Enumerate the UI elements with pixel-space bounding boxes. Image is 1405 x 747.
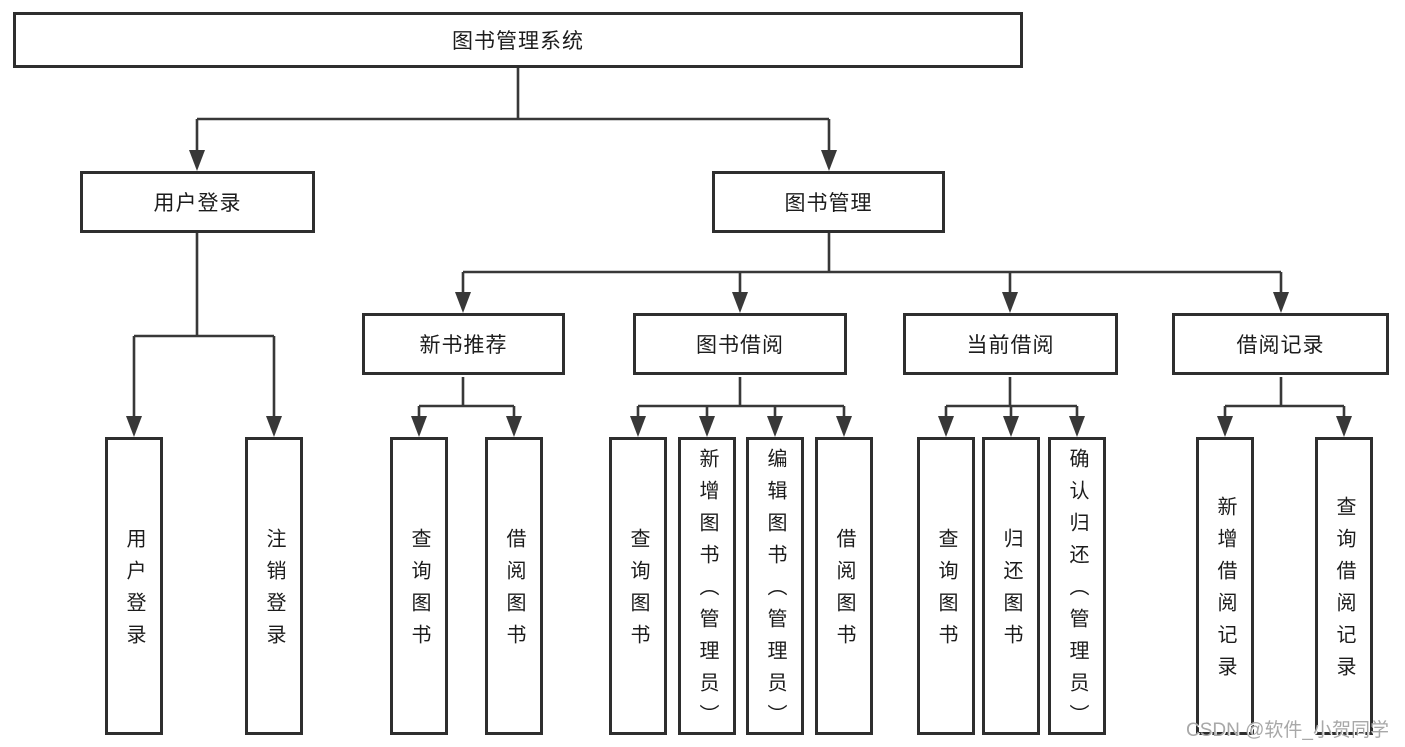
leaf-query-books-recommend: 查询图书 <box>390 437 448 735</box>
leaf-label: 注销登录 <box>263 528 285 656</box>
node-new-book-recommend: 新书推荐 <box>362 313 565 375</box>
node-label: 借阅记录 <box>1236 334 1325 357</box>
leaf-label: 确认归还（管理员） <box>1066 448 1088 736</box>
node-book-management: 图书管理 <box>712 171 945 233</box>
node-label: 新书推荐 <box>419 334 508 357</box>
node-label: 图书借阅 <box>696 334 784 357</box>
leaf-label: 查询图书 <box>935 528 957 656</box>
node-label: 图书管理系统 <box>452 30 584 53</box>
leaf-logout: 注销登录 <box>245 437 303 735</box>
leaf-label: 用户登录 <box>123 528 145 656</box>
leaf-label: 查询借阅记录 <box>1333 496 1355 688</box>
leaf-label: 新增借阅记录 <box>1214 496 1236 688</box>
leaf-edit-book-admin: 编辑图书（管理员） <box>746 437 804 736</box>
csdn-watermark: CSDN @软件_小贺同学 <box>1186 720 1389 741</box>
leaf-add-book-admin: 新增图书（管理员） <box>678 437 736 736</box>
leaf-borrow-books-borrowing: 借阅图书 <box>815 437 873 735</box>
node-label: 当前借阅 <box>966 334 1055 357</box>
node-library-management-system: 图书管理系统 <box>13 12 1023 68</box>
node-label: 用户登录 <box>153 192 242 215</box>
leaf-return-books: 归还图书 <box>982 437 1040 735</box>
leaf-label: 借阅图书 <box>503 528 525 656</box>
leaf-label: 新增图书（管理员） <box>696 448 718 736</box>
leaf-add-borrow-record: 新增借阅记录 <box>1196 437 1254 735</box>
node-label: 图书管理 <box>784 192 873 215</box>
leaf-confirm-return-admin: 确认归还（管理员） <box>1048 437 1106 736</box>
node-current-borrowing: 当前借阅 <box>903 313 1118 375</box>
leaf-borrow-books-recommend: 借阅图书 <box>485 437 543 735</box>
node-user-login: 用户登录 <box>80 171 315 233</box>
leaf-label: 查询图书 <box>627 528 649 656</box>
node-book-borrowing: 图书借阅 <box>633 313 847 375</box>
leaf-query-books-current: 查询图书 <box>917 437 975 735</box>
leaf-query-books-borrowing: 查询图书 <box>609 437 667 735</box>
leaf-label: 编辑图书（管理员） <box>764 448 786 736</box>
leaf-label: 归还图书 <box>1000 528 1022 656</box>
node-borrowing-records: 借阅记录 <box>1172 313 1389 375</box>
leaf-label: 查询图书 <box>408 528 430 656</box>
leaf-label: 借阅图书 <box>833 528 855 656</box>
leaf-user-login: 用户登录 <box>105 437 163 735</box>
leaf-query-borrow-record: 查询借阅记录 <box>1315 437 1373 735</box>
